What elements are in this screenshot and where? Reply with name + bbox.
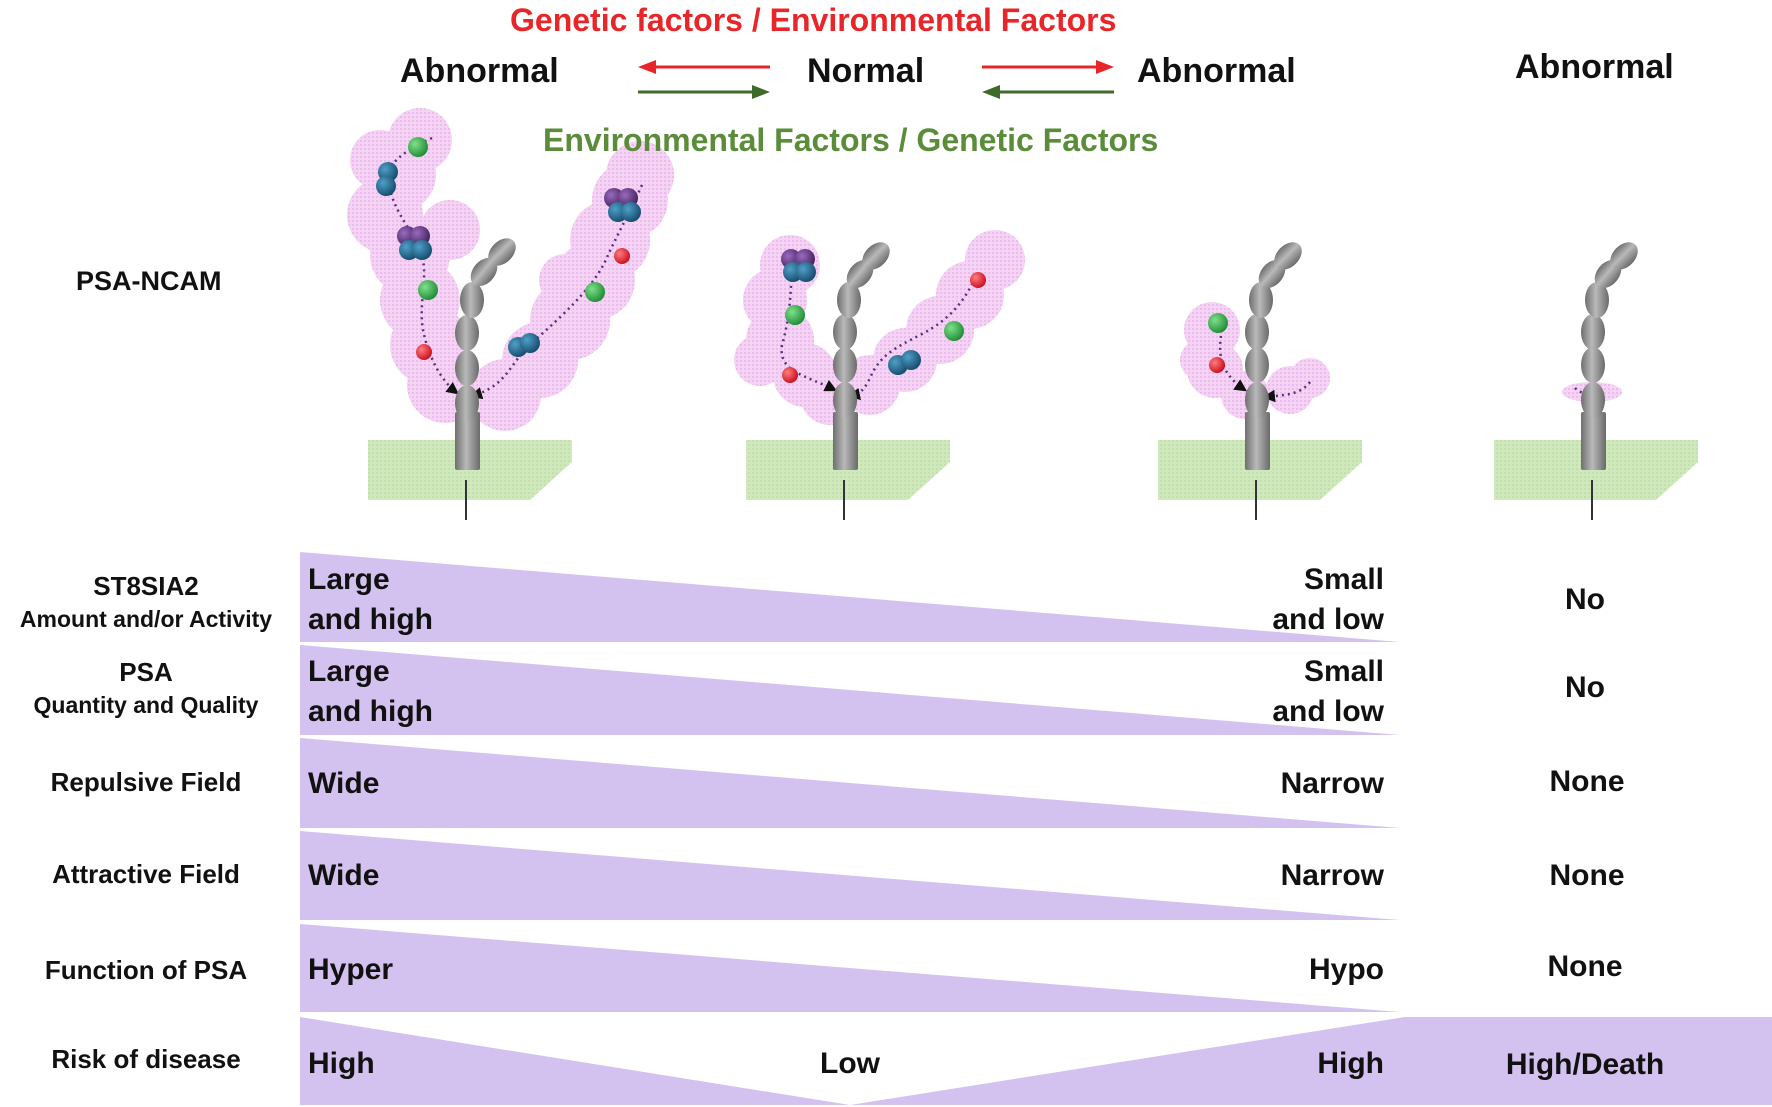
cell-risk-right: High [1317, 1047, 1384, 1080]
state-abnormal-far: Abnormal [1515, 48, 1674, 86]
arrow-group-left [638, 60, 770, 99]
psa-ncam-small [1158, 242, 1362, 520]
state-normal: Normal [807, 52, 925, 90]
green-arrowhead-left [982, 85, 1000, 99]
psa-ncam-none [1494, 242, 1698, 520]
cell-st8sia2-outcome: No [1565, 583, 1605, 616]
psa-ncam-label: PSA-NCAM [76, 266, 222, 296]
row-label-psa: PSA Quantity and Quality [0, 656, 296, 722]
cell-risk-outcome: High/Death [1505, 1048, 1665, 1081]
row-label-repulsive: Repulsive Field [50, 767, 242, 797]
risk-death-block [1405, 1017, 1772, 1105]
row-label-function: Function of PSA [44, 955, 248, 985]
row-label-st8sia2: ST8SIA2 Amount and/or Activity [0, 570, 296, 636]
wedge-st8sia2 [300, 552, 1400, 642]
wedge-repulsive [300, 738, 1400, 828]
cell-st8sia2-right: Small and low [1272, 563, 1384, 636]
cell-psa-outcome: No [1565, 671, 1605, 704]
state-abnormal-right: Abnormal [1137, 52, 1296, 90]
environmental-genetic-label: Environmental Factors / Genetic Factors [543, 122, 1159, 158]
psa-cloud-normal [734, 230, 1025, 425]
wedge-psa [300, 645, 1400, 735]
psa-cloud-large [347, 108, 674, 431]
cell-st8sia2-left: Large and high [308, 563, 433, 636]
psa-ncam-large [347, 108, 674, 520]
psa-ncam-normal [734, 230, 1025, 520]
cell-risk-left: High [308, 1047, 375, 1080]
row-label-risk: Risk of disease [51, 1044, 241, 1074]
wedge-attractive [300, 831, 1400, 920]
cell-repulsive-left: Wide [308, 767, 380, 800]
green-arrowhead-right [752, 85, 770, 99]
cell-repulsive-outcome: None [1549, 765, 1625, 798]
wedge-risk-right [850, 1017, 1405, 1105]
arrow-group-right [982, 60, 1114, 99]
wedge-function [300, 924, 1400, 1012]
row-label-main: ST8SIA2 [93, 571, 199, 601]
cell-repulsive-right: Narrow [1280, 767, 1384, 800]
row-label-main: PSA [119, 657, 173, 687]
cell-attractive-right: Narrow [1280, 859, 1384, 892]
cell-function-right: Hypo [1309, 953, 1384, 986]
cell-risk-middle: Low [820, 1047, 880, 1080]
cell-function-left: Hyper [308, 953, 394, 986]
psa-cloud-small [1180, 302, 1330, 419]
row-label-sub: Amount and/or Activity [19, 606, 273, 632]
genetic-environmental-label: Genetic factors / Environmental Factors [510, 2, 1117, 38]
cell-psa-left: Large and high [308, 655, 433, 728]
cell-psa-right: Small and low [1272, 655, 1384, 728]
state-abnormal-left: Abnormal [400, 52, 559, 90]
cell-function-outcome: None [1547, 950, 1623, 983]
red-arrowhead-right [1096, 60, 1114, 74]
red-arrowhead-left [638, 60, 656, 74]
wedge-risk-left [300, 1017, 850, 1105]
cell-attractive-left: Wide [308, 859, 380, 892]
row-label-sub: Quantity and Quality [33, 692, 259, 718]
cell-attractive-outcome: None [1549, 859, 1625, 892]
wedges [300, 552, 1772, 1105]
row-label-attractive: Attractive Field [52, 859, 240, 889]
